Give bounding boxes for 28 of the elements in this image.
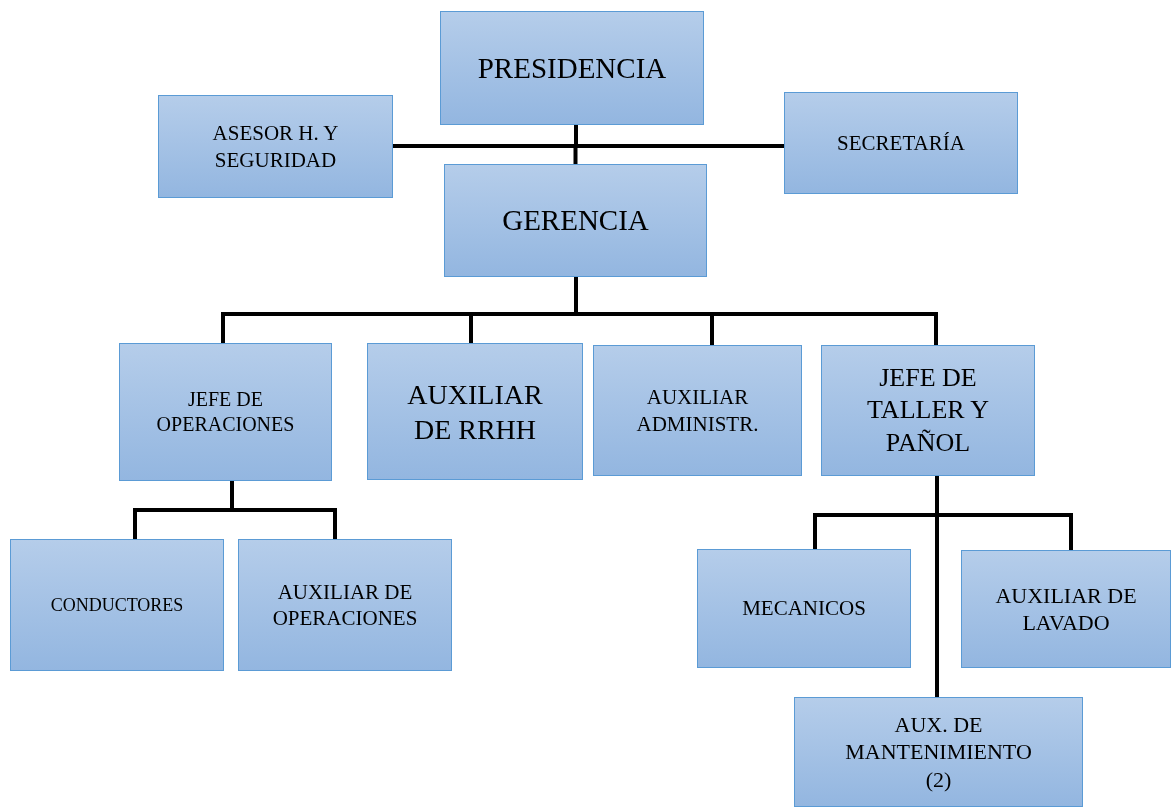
connector-line [935, 476, 939, 697]
position-title: CONDUCTORES [50, 593, 184, 617]
org-box [119, 343, 332, 481]
org-box [961, 550, 1171, 668]
org-box [367, 343, 583, 480]
position-title: ASESOR H. Y SEGURIDAD [211, 120, 340, 173]
org-box [593, 345, 802, 476]
position-title: MECANICOS [742, 595, 866, 622]
position-title: SECRETARÍA [837, 129, 965, 157]
position-title: GERENCIA [502, 203, 649, 239]
position-title: AUXILIAR ADMINISTR. [635, 384, 760, 437]
org-box [238, 539, 452, 671]
connector-line [574, 277, 938, 345]
org-box [10, 539, 224, 671]
org-box [784, 92, 1018, 194]
org-box [440, 11, 704, 125]
position-title: JEFE DE OPERACIONES [155, 387, 296, 437]
position-title: JEFE DE TALLER Y PAÑOL [866, 361, 990, 459]
org-box [444, 164, 707, 277]
org-box [697, 549, 911, 668]
position-title: AUXILIAR DE LAVADO [994, 581, 1138, 637]
org-box [794, 697, 1083, 807]
position-title: AUXILIAR DE OPERACIONES [271, 578, 419, 632]
position-title: AUXILIAR DE RRHH [406, 377, 544, 447]
position-title: PRESIDENCIA [477, 50, 667, 86]
position-title: AUX. DE MANTENIMIENTO (2) [844, 710, 1033, 794]
org-box [158, 95, 393, 198]
org-box [821, 345, 1035, 476]
